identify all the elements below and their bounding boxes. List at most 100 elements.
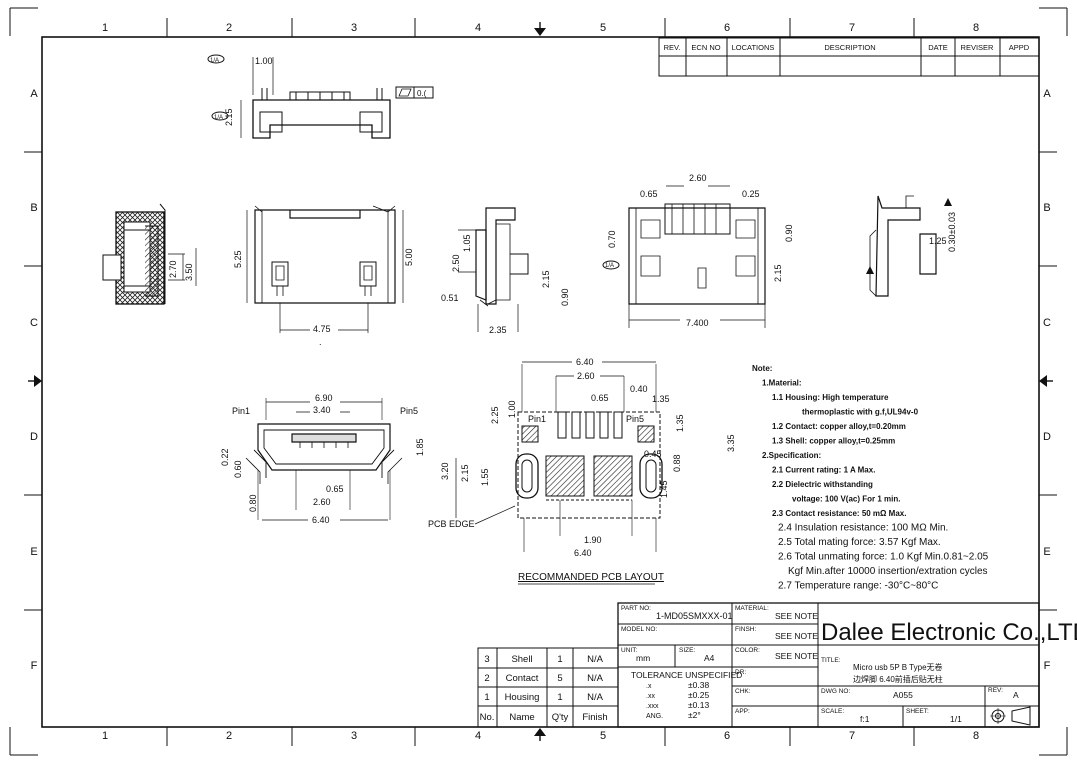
zone-col-bottom-5: 5 [600, 730, 606, 742]
zone-row-right-F: F [1044, 660, 1051, 672]
tolerance-value: ±2° [688, 710, 701, 720]
tb-unit: mm [636, 653, 650, 663]
left-dim-b: 3.50 [184, 263, 194, 281]
note-line: 2.6 Total unmating force: 1.0 Kgf Min.0.… [778, 552, 989, 563]
tolerance-value: ±0.25 [688, 690, 709, 700]
note-line: 2.5 Total mating force: 3.57 Kgf Max. [778, 537, 941, 548]
tb-title-label: TITLE: [821, 657, 841, 664]
tb-title-line1: Micro usb 5P B Type无卷 [853, 662, 943, 672]
mating-dim-pitch: 0.65 [326, 484, 344, 494]
mating-dim-bottom: 6.40 [312, 515, 330, 525]
zone-col-top-4: 4 [475, 22, 481, 34]
front-view [246, 205, 404, 333]
rev-col-locations: LOCATIONS [732, 43, 775, 52]
bom-header: Name [509, 712, 534, 723]
zone-row-left-B: B [30, 202, 37, 214]
zone-col-bottom-8: 8 [973, 730, 979, 742]
notes: Note:1.Material:1.1 Housing: High temper… [752, 364, 989, 592]
zone-col-top-6: 6 [724, 22, 730, 34]
left-dim-a: 2.70 [168, 260, 178, 278]
datum-arrow-icon-2 [944, 198, 952, 206]
zone-col-top-3: 3 [351, 22, 357, 34]
bom-cell: 1 [557, 692, 562, 703]
zone-col-bottom-2: 2 [226, 730, 232, 742]
zone-row-left-D: D [30, 431, 38, 443]
pcb-dim-left-e: 1.55 [480, 468, 490, 486]
tb-company: Dalee Electronic Co.,LTD [821, 619, 1077, 646]
left-section-view [102, 203, 166, 305]
rev-col-date: DATE [928, 43, 947, 52]
rear-dim-total: 2.60 [689, 173, 707, 183]
bom-cell: 2 [484, 673, 489, 684]
zone-col-top-5: 5 [600, 22, 606, 34]
tolerance-value: ±0.38 [688, 680, 709, 690]
zone-row-right-D: D [1043, 431, 1051, 443]
pcb-dim-a: 1.35 [652, 394, 670, 404]
side-dim-a: 2.50 [451, 254, 461, 272]
right-dim-a: 1.25 [929, 236, 947, 246]
rear-view [628, 203, 766, 328]
tb-scale: f:1 [860, 714, 870, 724]
top-view-label-a: 1/A [210, 58, 219, 64]
top-dim-height: 2.15 [224, 108, 234, 126]
front-dim-pitch: 4.75 [313, 324, 331, 334]
tb-part-no: 1-MD05SMXXX-01 [656, 611, 733, 621]
mating-dim-b: 0.60 [233, 460, 243, 478]
note-line: 2.2 Dielectric withstanding [772, 480, 873, 489]
zone-col-top-7: 7 [849, 22, 855, 34]
revision-table: REV. ECN NO LOCATIONS DESCRIPTION DATE R… [658, 37, 1040, 77]
bom-cell: Shell [511, 654, 532, 665]
rear-dim-right-h: 0.90 [784, 224, 794, 242]
rev-col-reviser: REVISER [961, 43, 995, 52]
note-line: 1.Material: [762, 379, 802, 388]
note-line: 1.3 Shell: copper alloy,t=0.25mm [772, 437, 895, 446]
mating-dim-outer: 6.90 [315, 393, 333, 403]
front-dim-height: 5.25 [233, 250, 243, 268]
front-dot: . [319, 337, 322, 347]
tb-material: SEE NOTE [775, 611, 818, 621]
tolerance-key: ANG. [646, 713, 663, 720]
tb-app-label: APP: [735, 708, 750, 715]
datum-arrow-icon [866, 266, 874, 274]
zone-col-top-2: 2 [226, 22, 232, 34]
zone-row-right-B: B [1043, 202, 1050, 214]
side-dim-c: 2.15 [541, 270, 551, 288]
pcb-layout-caption: RECOMMANDED PCB LAYOUT [518, 572, 664, 583]
tb-dwg-no-label: DWG NO: [821, 688, 850, 695]
zone-col-bottom-7: 7 [849, 730, 855, 742]
mating-dim-inner: 3.40 [313, 405, 331, 415]
top-view-label-b: 1/A [214, 115, 223, 121]
side-view [458, 207, 529, 332]
bom-cell: N/A [587, 673, 604, 684]
rear-dim-left: 0.65 [640, 189, 658, 199]
tb-color-label: COLOR: [735, 647, 760, 654]
zone-row-left-F: F [31, 660, 38, 672]
note-line: Note: [752, 364, 772, 373]
bom-cell: N/A [587, 692, 604, 703]
pcb-edge-label: PCB EDGE [428, 519, 475, 529]
bom-cell: 3 [484, 654, 489, 665]
title-block [617, 602, 1040, 728]
pcb-dim-pad: 0.40 [630, 384, 648, 394]
pcb-dim-bottom-b: 6.40 [574, 548, 592, 558]
pcb-dim-bottom-a: 1.90 [584, 535, 602, 545]
tolerance-key: .x [646, 683, 652, 690]
mating-dim-c: 1.85 [415, 438, 425, 456]
bom-header: Q'ty [552, 712, 569, 723]
center-arrow-icons [34, 28, 1047, 736]
tb-finish: SEE NOTE [775, 631, 818, 641]
tolerance-value: ±0.13 [688, 700, 709, 710]
note-line: 1.2 Contact: copper alloy,t=0.20mm [772, 422, 906, 431]
bom-cell: 1 [484, 692, 489, 703]
rear-dim-width: 7.400 [686, 318, 709, 328]
zone-row-left-C: C [30, 317, 38, 329]
zone-col-top-1: 1 [102, 22, 108, 34]
mating-dim-a: 0.22 [220, 448, 230, 466]
flatness-value: 0.( [417, 89, 427, 98]
right-view [869, 195, 937, 297]
rear-dim-height: 0.70 [607, 230, 617, 248]
note-line: 2.Specification: [762, 451, 821, 460]
pcb-dim-gap: 0.45 [644, 449, 662, 459]
pcb-dim-pins: 2.60 [577, 371, 595, 381]
projection-symbol-icon [990, 706, 1031, 726]
